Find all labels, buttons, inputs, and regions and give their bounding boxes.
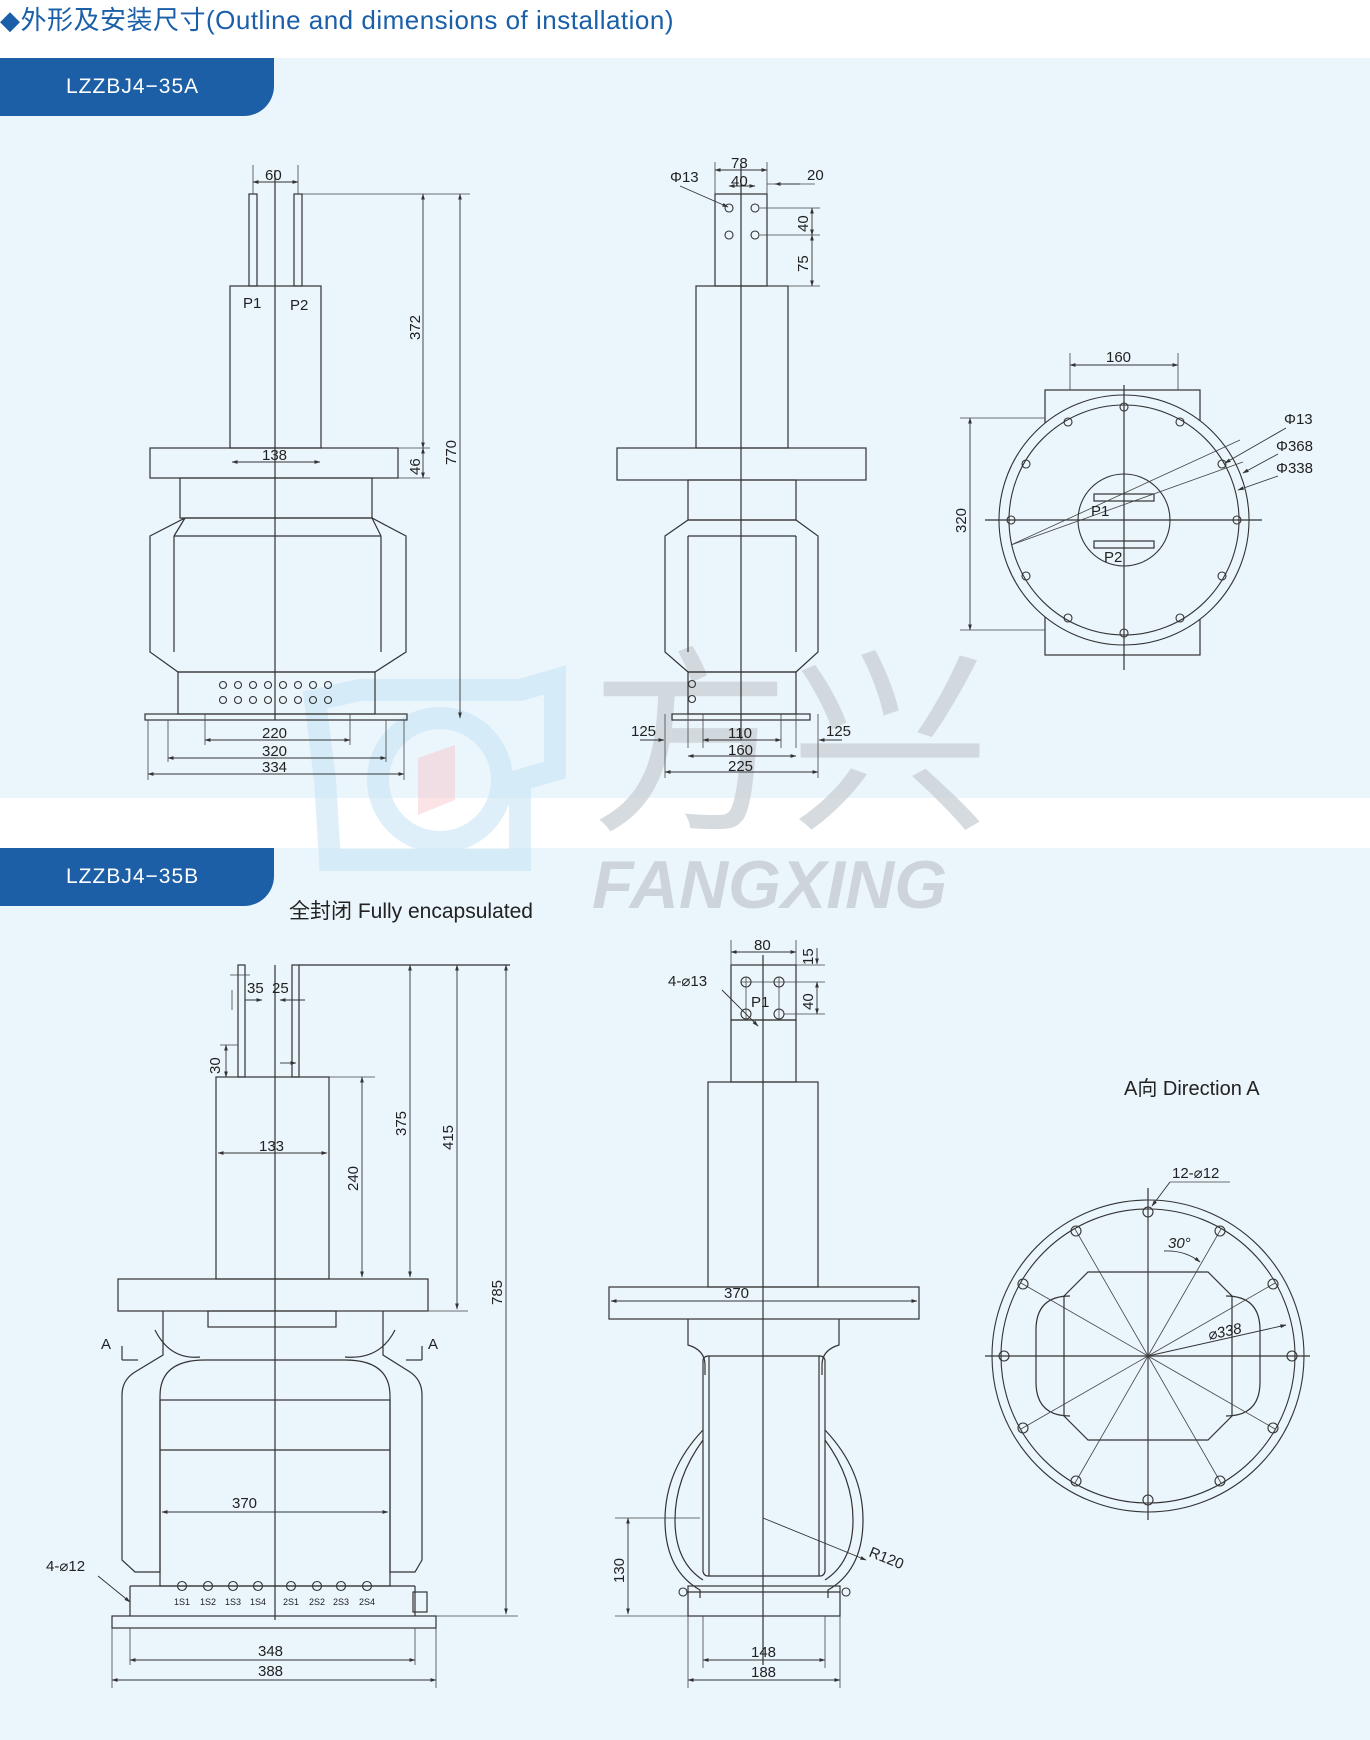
label-a-bottom-p1: P1 — [1091, 503, 1109, 520]
label-direction-a: A向 Direction A — [1124, 1077, 1260, 1100]
dim-b-front-415: 415 — [440, 1125, 457, 1150]
dim-a-side-40b: 40 — [795, 215, 812, 232]
dim-a-side-20: 20 — [807, 167, 824, 184]
dim-a-side-40a: 40 — [731, 173, 748, 190]
watermark-logo — [302, 665, 566, 871]
dim-a-front-60: 60 — [265, 167, 282, 184]
label-a-front-p1: P1 — [243, 295, 261, 312]
dim-a-front-138: 138 — [262, 447, 287, 464]
model-tab-35b[interactable]: LZZBJ4−35B — [0, 848, 274, 906]
dim-b-front-370: 370 — [232, 1495, 257, 1512]
label-a-bottom-p2: P2 — [1104, 549, 1122, 566]
section-mark-a-left: A — [101, 1336, 111, 1353]
drawing-35b-side: 80 15 40 4-⌀13 P1 370 130 R120 148 188 — [608, 937, 920, 1688]
dim-b-side-370: 370 — [724, 1285, 749, 1302]
terminal-1s4: 1S4 — [250, 1597, 266, 1607]
label-b-side-holes: 4-⌀13 — [668, 973, 707, 990]
bolt-holes-35b — [998, 1206, 1298, 1506]
watermark-brand-en: FANGXING — [592, 847, 947, 923]
dim-b-side-148: 148 — [751, 1644, 776, 1661]
dim-b-side-15: 15 — [800, 948, 817, 965]
section-mark-a-right: A — [428, 1336, 438, 1353]
label-fully-encapsulated: 全封闭 Fully encapsulated — [289, 900, 533, 923]
dim-a-side-125l: 125 — [631, 723, 656, 740]
label-a-bottom-phi13: Φ13 — [1284, 411, 1313, 428]
dim-b-front-133: 133 — [259, 1138, 284, 1155]
page-heading: ◆外形及安装尺寸(Outline and dimensions of insta… — [0, 5, 675, 35]
dim-a-side-160: 160 — [728, 742, 753, 759]
terminal-1s1: 1S1 — [174, 1597, 190, 1607]
dim-b-front-25: 25 — [272, 980, 289, 997]
terminal-block-35b: 1S1 1S2 1S3 1S4 2S1 2S2 2S3 2S4 — [174, 1580, 375, 1607]
dim-a-bottom-320: 320 — [953, 508, 970, 533]
dim-a-front-46: 46 — [407, 458, 424, 475]
terminal-2s3: 2S3 — [333, 1597, 349, 1607]
dim-a-bottom-160: 160 — [1106, 349, 1131, 366]
label-a-bottom-phi338: Φ338 — [1276, 460, 1313, 477]
dim-b-front-375: 375 — [393, 1111, 410, 1136]
section-b-panel — [0, 848, 1370, 1740]
drawing-35a-front: 60 P1 P2 372 46 770 138 220 320 334 — [144, 165, 470, 780]
dim-b-front-388: 388 — [258, 1663, 283, 1680]
radial-lines — [1020, 1209, 1276, 1503]
terminal-1s3: 1S3 — [225, 1597, 241, 1607]
label-direction-a-dia: ⌀338 — [1206, 1320, 1243, 1344]
dim-a-front-770: 770 — [443, 440, 460, 465]
dim-a-front-320: 320 — [262, 743, 287, 760]
terminal-block-35a — [218, 680, 333, 705]
label-a-front-p2: P2 — [290, 297, 308, 314]
drawing-35a-side: 78 40 Φ13 20 40 75 125 125 110 160 225 — [616, 155, 867, 778]
dim-a-side-110: 110 — [728, 725, 752, 742]
drawing-35b-direction-a: A向 Direction A 12-⌀12 — [985, 1077, 1310, 1520]
dim-b-side-188: 188 — [751, 1664, 776, 1681]
dim-b-side-80: 80 — [754, 937, 771, 954]
dim-a-front-372: 372 — [407, 315, 424, 340]
dim-b-side-40: 40 — [800, 993, 817, 1010]
label-direction-a-holes: 12-⌀12 — [1172, 1165, 1219, 1182]
label-direction-a-angle: 30° — [1168, 1235, 1191, 1252]
label-a-side-phi13: Φ13 — [670, 169, 699, 186]
terminal-2s4: 2S4 — [359, 1597, 375, 1607]
dim-b-front-240: 240 — [345, 1166, 362, 1191]
label-a-bottom-phi368: Φ368 — [1276, 438, 1313, 455]
terminal-1s2: 1S2 — [200, 1597, 216, 1607]
dim-a-front-334: 334 — [262, 759, 287, 776]
dim-b-front-35: 35 — [247, 980, 264, 997]
label-b-side-p1: P1 — [751, 994, 769, 1011]
dim-a-front-220: 220 — [262, 725, 287, 742]
terminal-2s2: 2S2 — [309, 1597, 325, 1607]
label-b-front-holes: 4-⌀12 — [46, 1558, 85, 1575]
dim-b-front-30: 30 — [207, 1057, 224, 1074]
dim-a-side-225: 225 — [728, 758, 753, 775]
dim-a-side-75: 75 — [795, 255, 812, 272]
drawing-35a-bottom: 160 Φ13 Φ368 Φ338 320 P1 P2 — [953, 349, 1313, 670]
watermark-brand-cn: 方兴 — [590, 635, 990, 858]
dim-b-side-130: 130 — [611, 1558, 628, 1583]
label-b-side-r120: R120 — [867, 1544, 907, 1573]
model-tab-35a[interactable]: LZZBJ4−35A — [0, 58, 274, 116]
terminal-2s1: 2S1 — [283, 1597, 299, 1607]
drawing-35b-front: 1S1 1S2 1S3 1S4 2S1 2S2 2S3 2S4 35 25 30… — [46, 964, 518, 1688]
dim-a-side-78: 78 — [731, 155, 748, 172]
dim-b-front-348: 348 — [258, 1643, 283, 1660]
dim-b-front-785: 785 — [489, 1280, 506, 1305]
dim-a-side-125r: 125 — [826, 723, 851, 740]
